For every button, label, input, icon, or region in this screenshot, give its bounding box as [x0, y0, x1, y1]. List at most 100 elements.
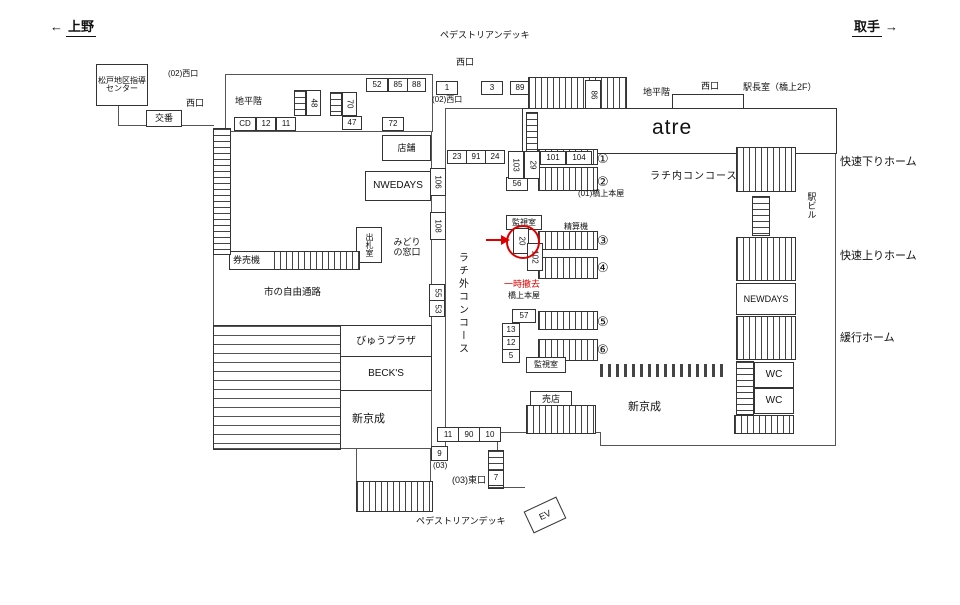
direction-ueno: ← 上野	[50, 16, 97, 37]
newdays-box: NEWDAYS	[736, 283, 796, 315]
outline-line	[213, 131, 432, 132]
ticket-office-box: 出札室	[356, 227, 382, 263]
midori-window-label: みどり の窓口	[393, 237, 421, 258]
direction-toride-label: 取手	[852, 16, 883, 37]
nwedays-box: NWEDAYS	[365, 171, 431, 201]
number-box-23: 23	[447, 150, 467, 164]
number-box-29: 29	[524, 151, 540, 179]
kiosk-stair-hatch	[526, 405, 596, 434]
direction-toride: 取手 →	[852, 16, 898, 37]
station-building-label: 駅ビル	[806, 192, 817, 219]
wc-box-2: WC	[754, 388, 794, 414]
ground-floor-label-right: 地平階	[643, 87, 671, 97]
stair-platform-5	[538, 311, 598, 330]
exit03-east-label: (03)東口	[452, 475, 487, 485]
number-box-108: 108	[430, 212, 446, 240]
number-box-47: 47	[342, 116, 362, 130]
red-arrow-line	[486, 239, 502, 241]
number-box-70: 70	[342, 92, 357, 116]
number-box-57: 57	[512, 309, 536, 323]
ticket-machines-hatch	[274, 252, 359, 269]
atre-escalator-hatch	[526, 112, 538, 152]
north-stair-hatch	[528, 77, 627, 110]
south-stair-hatch	[356, 481, 433, 512]
becks-box: BECK'S	[340, 356, 432, 391]
number-box-5: 5	[502, 349, 520, 363]
number-box-86: 86	[585, 80, 601, 109]
exit03-label: (03)	[433, 461, 448, 470]
number-box-12c: 12	[502, 336, 520, 350]
number-box-3: 3	[481, 81, 503, 95]
outline-line	[118, 102, 119, 125]
koban-box: 交番	[146, 110, 182, 127]
number-box-55: 55	[429, 284, 445, 301]
direction-ueno-label: 上野	[66, 16, 97, 37]
ticket-machines-area: 券売機	[229, 251, 360, 270]
platform-number-3: ③	[597, 233, 609, 248]
number-box-88: 88	[407, 78, 426, 92]
number-box-7: 7	[488, 470, 504, 486]
outline-line	[432, 74, 433, 132]
shinkeisei-label-right: 新京成	[628, 401, 661, 413]
right-arrow-icon: →	[885, 19, 899, 34]
concourse-inside-label: ラチ内コンコース	[650, 171, 738, 182]
rapid-down-stair-hatch	[736, 147, 796, 192]
number-box-cd: CD	[234, 117, 256, 131]
stair-platform-3	[538, 231, 598, 250]
rapid-up-platform-label: 快速上りホーム	[840, 250, 917, 262]
rapid-up-stair-hatch	[736, 237, 796, 281]
atre-label: atre	[652, 116, 693, 139]
atre-building	[522, 108, 837, 154]
bridge-house-01-label: (01)橋上本屋	[578, 189, 625, 198]
platform-number-4: ④	[597, 260, 609, 275]
platform-number-5: ⑤	[597, 314, 609, 329]
platform-number-1: ①	[597, 151, 609, 166]
ground-floor-label-left: 地平階	[235, 96, 263, 106]
number-box-13: 13	[502, 323, 520, 337]
left-arrow-icon: ←	[50, 19, 63, 34]
local-platform-label: 緩行ホーム	[840, 332, 895, 344]
platform-number-6: ⑥	[597, 342, 609, 357]
matsudo-guidance-center: 松戸地区指導センター	[96, 64, 148, 106]
number-box-101: 101	[540, 151, 566, 165]
number-box-11b: 11	[437, 427, 459, 442]
exit02-west-label-left: (02)西口	[168, 69, 199, 78]
outline-line	[497, 487, 525, 488]
monitor-room-2-box: 監視室	[526, 357, 566, 373]
west-exit-label-left: 西口	[186, 98, 205, 108]
outline-line	[225, 74, 432, 75]
wc-box-1: WC	[754, 362, 794, 388]
outline-line	[213, 131, 214, 449]
concourse-outside-label: ラチ外コンコース	[456, 252, 468, 356]
escalator-hatch	[752, 196, 770, 236]
station-master-office-label: 駅長室（橋上2F）	[743, 82, 817, 92]
number-box-106: 106	[430, 168, 446, 196]
platform-number-2: ②	[597, 174, 609, 189]
number-box-48: 48	[306, 90, 321, 116]
red-arrow-icon	[501, 235, 510, 245]
shinkeisei-track-block	[213, 325, 341, 450]
fare-adjust-label: 精算機	[564, 222, 588, 231]
west-exit-label-right: 西口	[701, 81, 720, 91]
number-box-10: 10	[479, 427, 501, 442]
number-box-1: 1	[436, 81, 458, 95]
outline-line	[600, 432, 601, 446]
stair-platform-6	[538, 339, 598, 361]
number-box-72: 72	[382, 117, 404, 131]
outline-line	[445, 108, 523, 109]
city-passage-label: 市の自由通路	[264, 287, 322, 298]
stair-hatch	[330, 92, 342, 116]
south-platform-stair-hatch	[734, 415, 794, 434]
kiosk-box: 売店	[530, 391, 572, 407]
stair-platform-2	[538, 167, 598, 191]
local-stair-hatch	[736, 316, 796, 360]
shop-box: 店舗	[382, 135, 431, 161]
number-box-103: 103	[508, 151, 524, 179]
view-plaza-box: びゅうプラザ	[340, 325, 432, 358]
number-box-90: 90	[458, 427, 480, 442]
number-box-56: 56	[506, 177, 528, 191]
outline-line	[430, 448, 431, 481]
number-box-52: 52	[366, 78, 388, 92]
number-box-89: 89	[510, 81, 530, 95]
